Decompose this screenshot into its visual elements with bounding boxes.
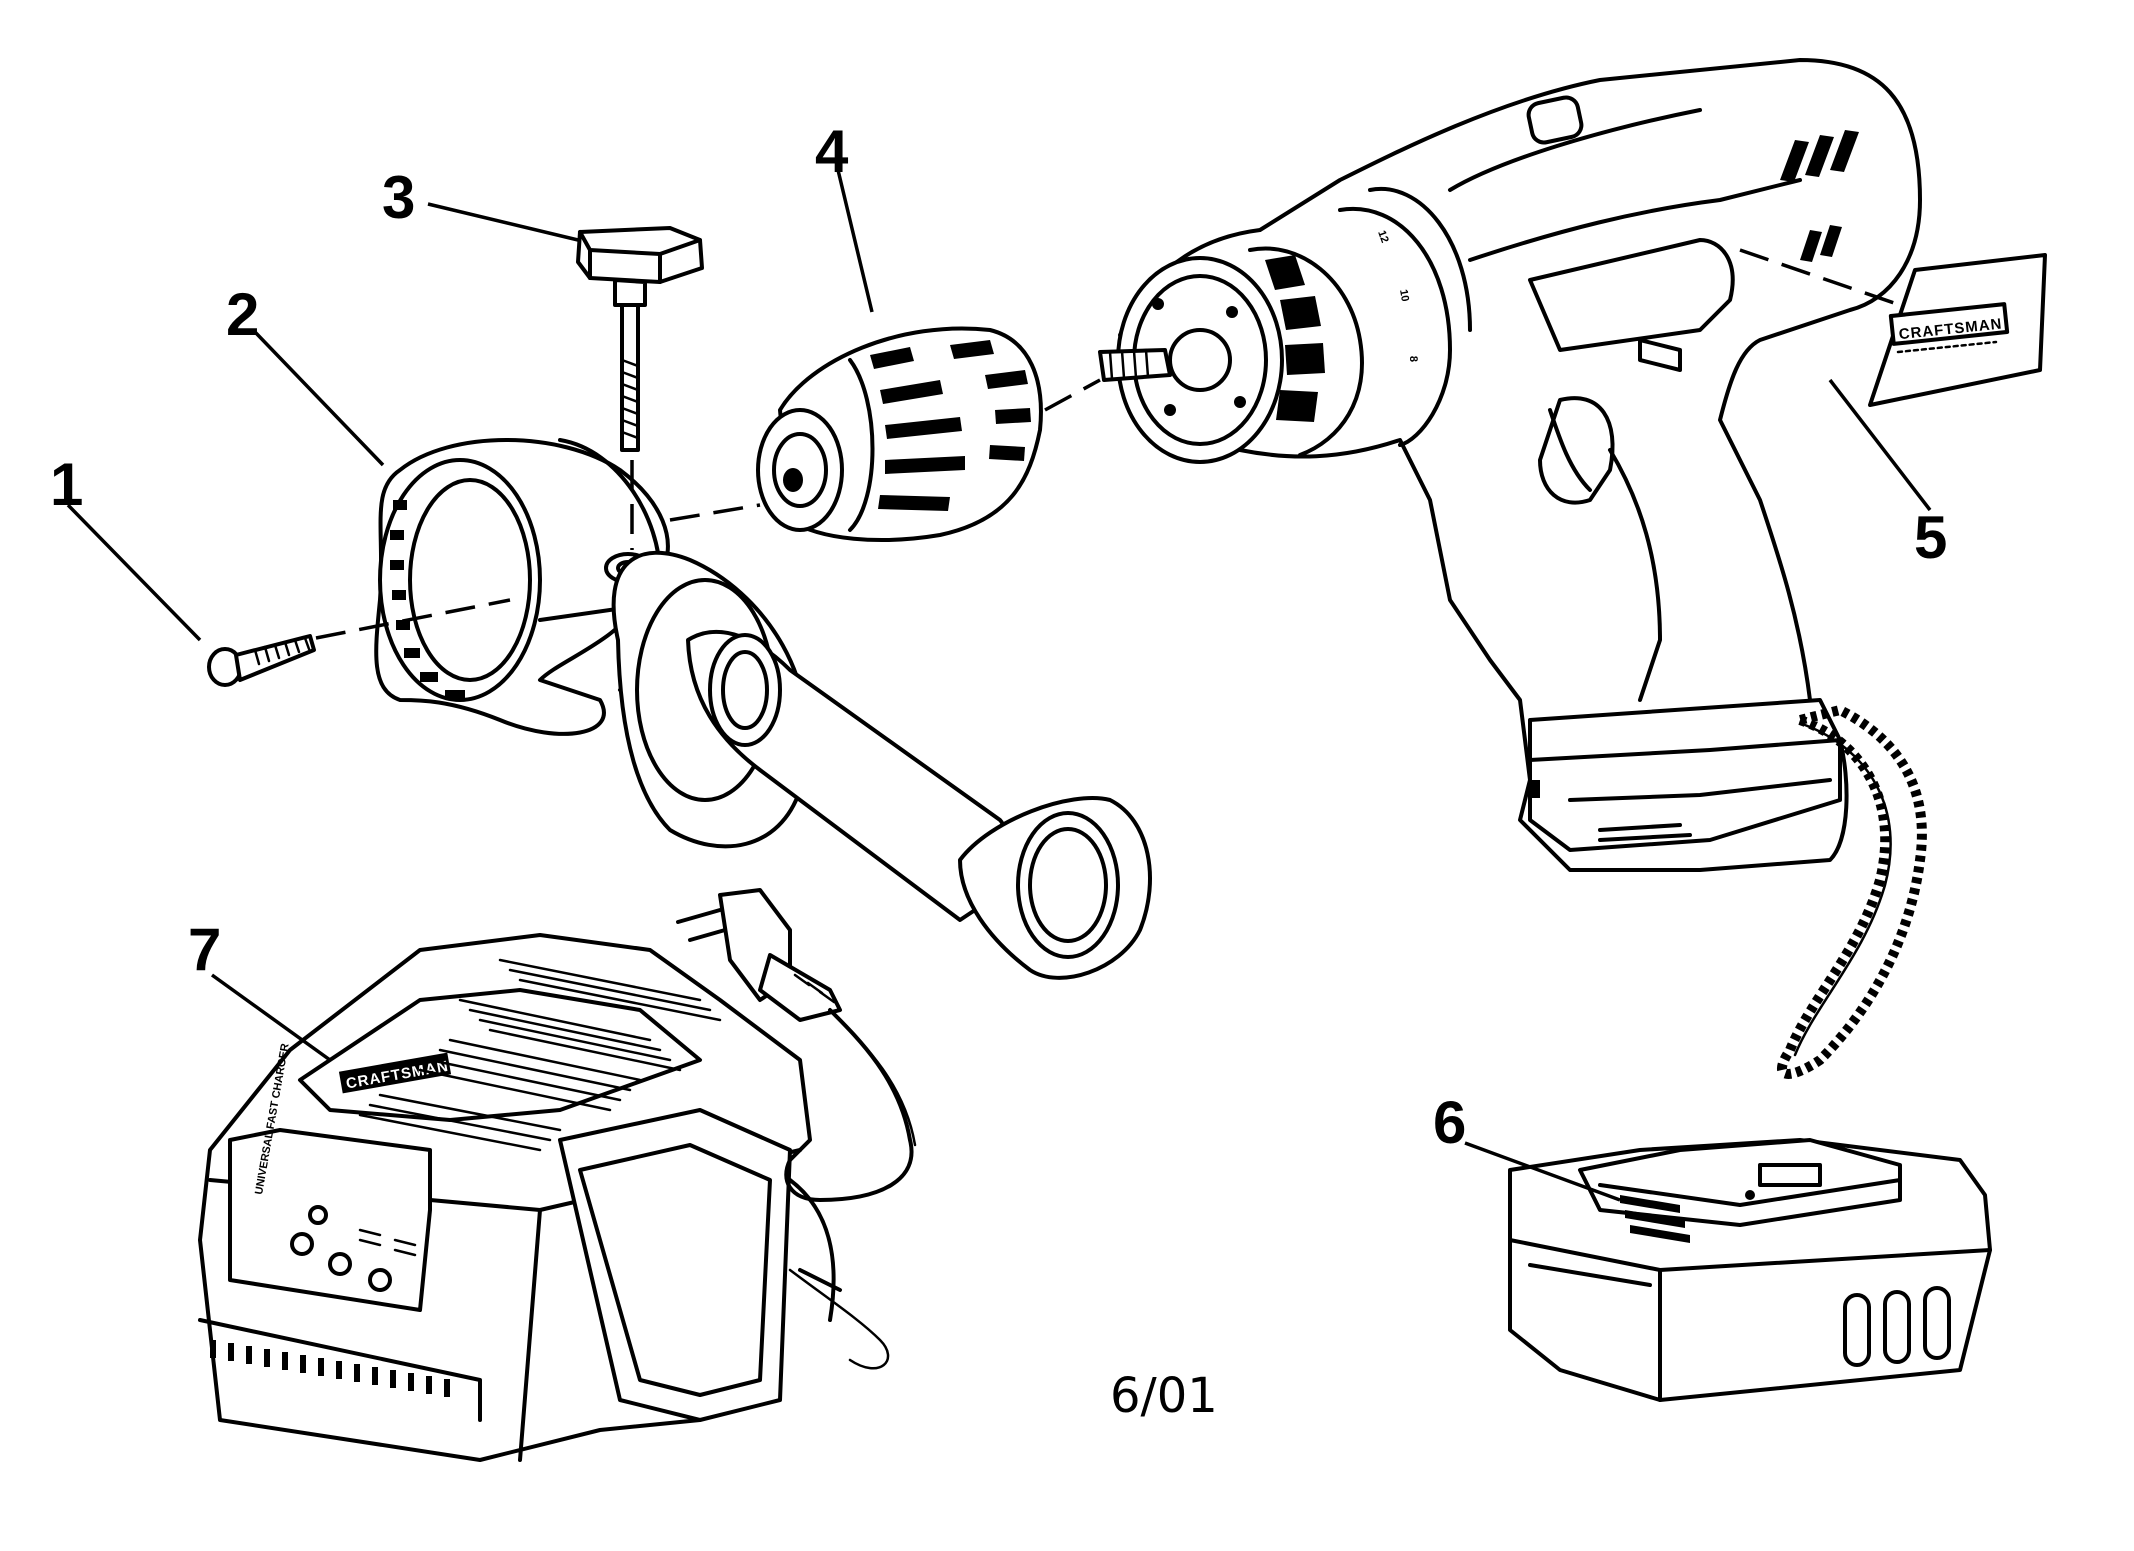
assembly-dash-lines: [315, 248, 1901, 640]
part-6-battery-pack: [1508, 1138, 1992, 1402]
date-code: 6/01: [1110, 1368, 1218, 1424]
drill-body: 12 10 8: [1098, 58, 1922, 872]
part-7-charger: CRAFTSMAN UNIVERSAL FAST CHARGER: [198, 933, 890, 1462]
part-1-screw: [207, 634, 316, 687]
callout-leader-lines: [66, 169, 1932, 1202]
part-4-chuck: [756, 326, 1043, 542]
callout-2: 2: [226, 281, 259, 348]
wrist-strap: [1777, 704, 1927, 1079]
callout-5: 5: [1914, 504, 1947, 571]
charger-plug-and-cord: [676, 888, 917, 1202]
callout-7: 7: [188, 916, 221, 983]
callout-6: 6: [1433, 1089, 1466, 1156]
callout-4: 4: [815, 118, 849, 185]
callout-3: 3: [382, 164, 415, 231]
drill-clutch-marking-8: 8: [1407, 356, 1419, 363]
side-handle: [611, 550, 1152, 980]
callout-1: 1: [50, 451, 83, 518]
part-5-nameplate: CRAFTSMAN: [1868, 253, 2047, 407]
charger-vent-grille: [358, 958, 722, 1152]
drill-clutch-marking-10: 10: [1397, 288, 1411, 302]
drill-clutch-marking-12: 12: [1375, 229, 1390, 245]
part-3-wing-bolt: [576, 226, 704, 452]
